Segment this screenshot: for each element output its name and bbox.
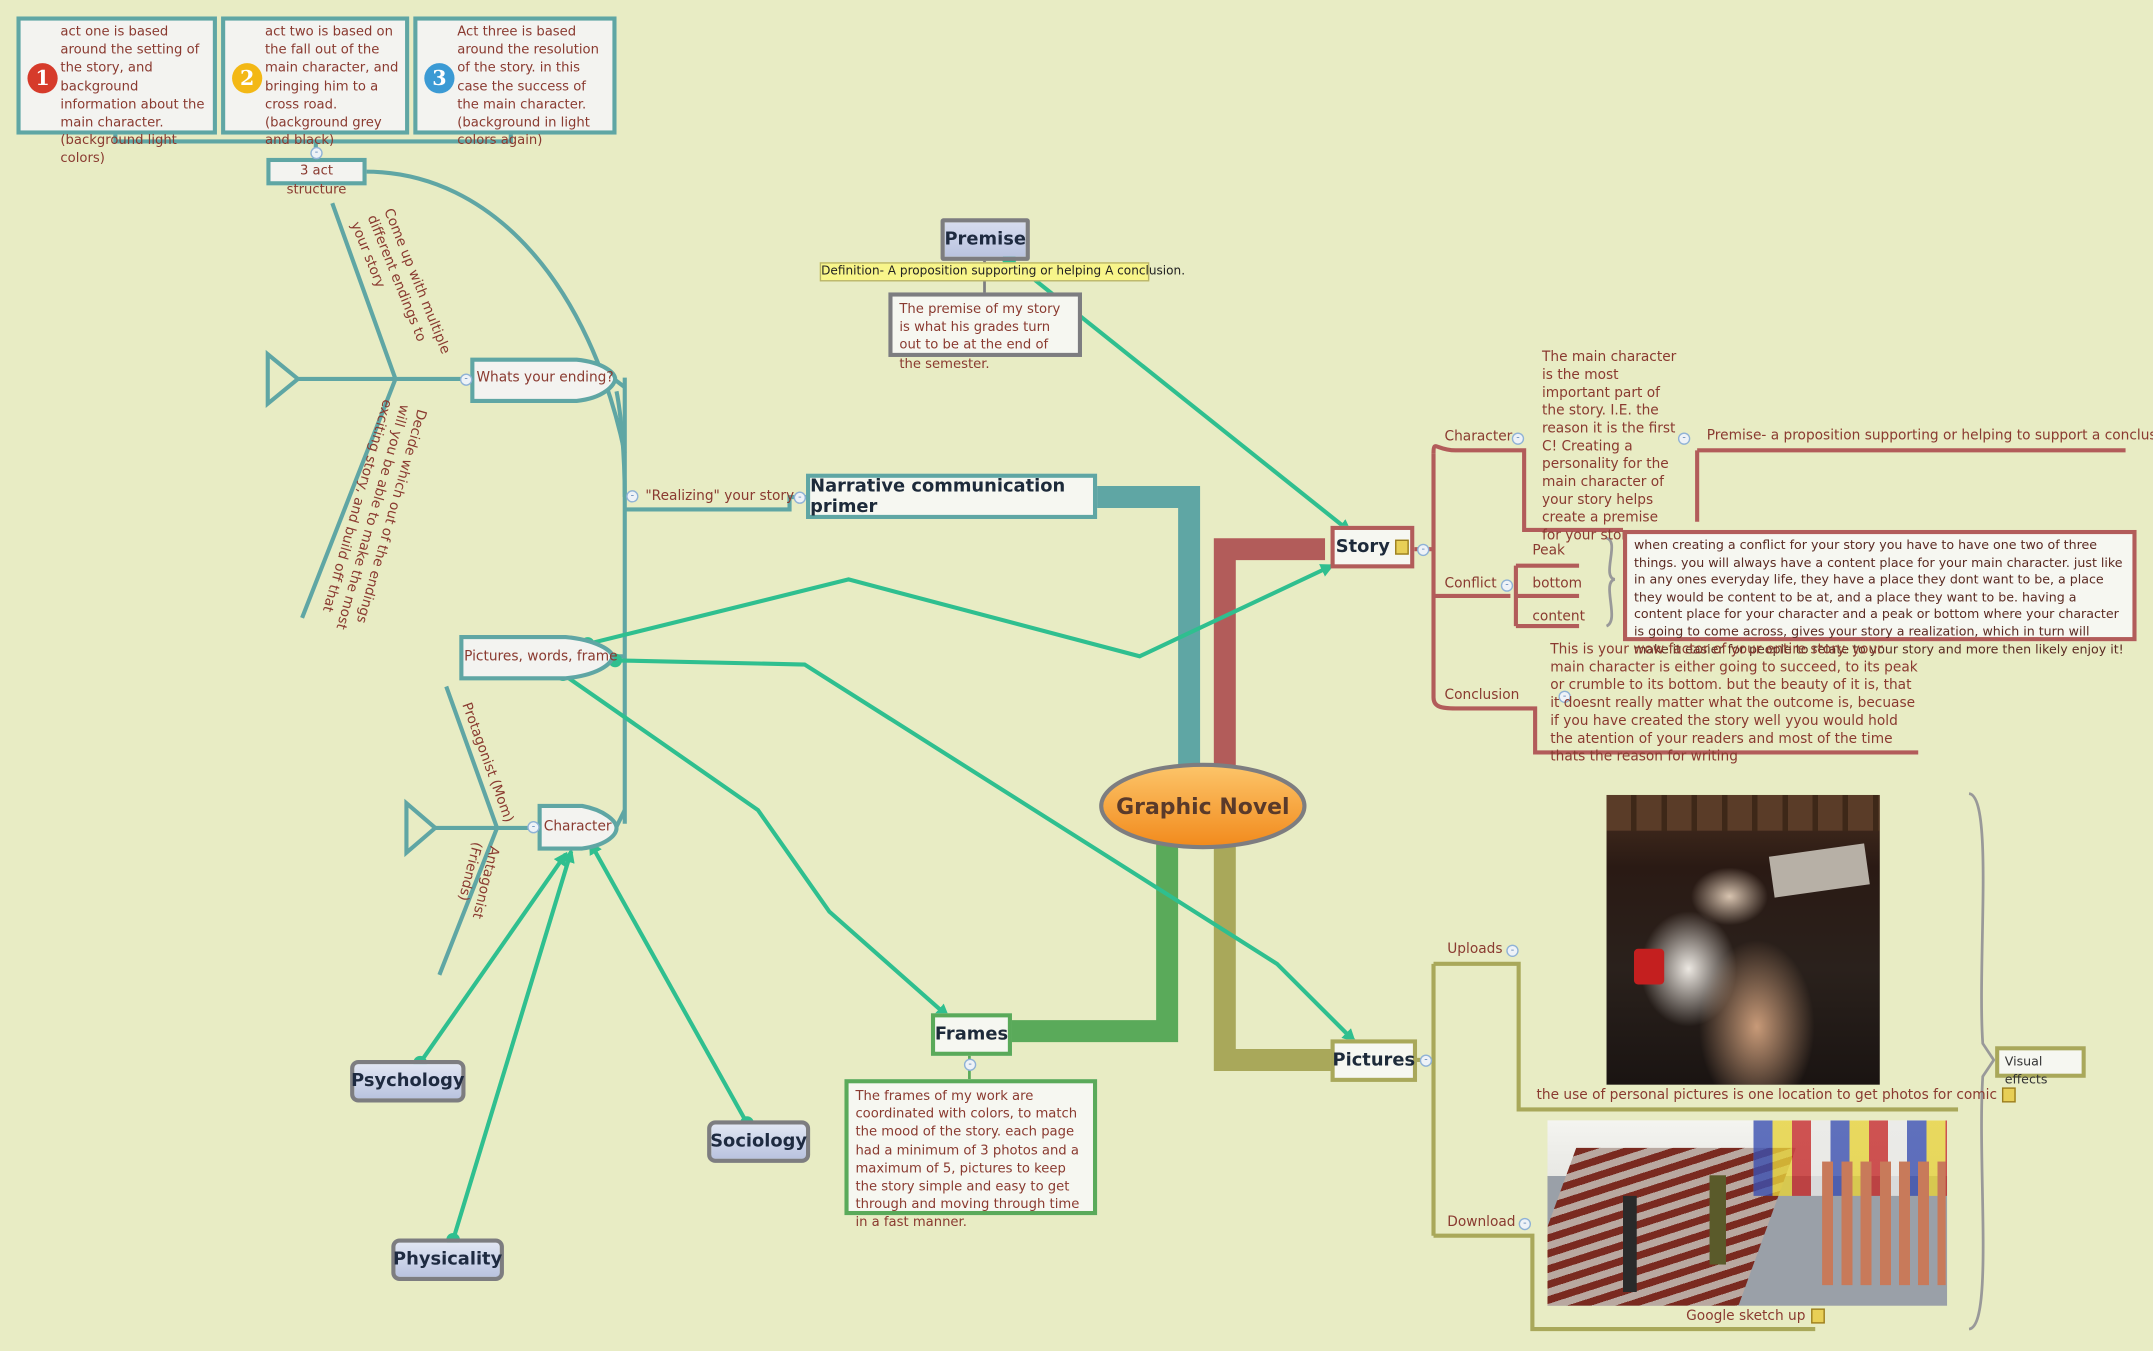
arrow-psychology-character <box>418 851 568 1064</box>
collapse-download-icon[interactable]: - <box>1518 1217 1532 1231</box>
premise-note-text: The premise of my story is what his grad… <box>899 302 1061 372</box>
three-act-structure-label: 3 act structure <box>286 163 347 198</box>
branch-pictures <box>1213 840 1331 1071</box>
narrative-primer-title: Narrative communication primer <box>810 475 1066 517</box>
whats-your-ending-node[interactable]: Whats your ending? <box>476 371 613 386</box>
collapse-pictures-icon[interactable]: - <box>1419 1054 1433 1067</box>
act-bracket <box>113 131 513 144</box>
physicality-label: Physicality <box>393 1249 503 1271</box>
pictures-words-frame-node[interactable]: Pictures, words, frame <box>464 649 617 664</box>
frames-node[interactable]: Frames <box>930 1013 1012 1056</box>
download-label[interactable]: Download <box>1447 1215 1516 1231</box>
premise-title: Premise <box>944 229 1026 250</box>
act-three-box[interactable]: 3 Act three is based around the resoluti… <box>413 16 617 149</box>
psychology-node[interactable]: Psychology <box>350 1059 466 1103</box>
act-one-text: act one is based around the setting of t… <box>60 24 205 167</box>
story-node[interactable]: Story <box>1330 525 1415 569</box>
physicality-node[interactable]: Physicality <box>391 1238 504 1282</box>
pictures-shape <box>459 635 615 681</box>
realizing-your-story-node[interactable]: "Realizing" your story <box>645 489 794 504</box>
arrow-pictures-frames <box>561 672 950 1018</box>
story-character-label[interactable]: Character <box>1444 429 1513 445</box>
whats-your-ending-label: Whats your ending? <box>476 370 614 386</box>
sketchup-render-image[interactable] <box>1547 1120 1948 1306</box>
conflict-peak: Peak <box>1532 543 1565 559</box>
ending-shape <box>470 357 618 403</box>
conflict-bottom: bottom <box>1532 576 1583 592</box>
act-two-box[interactable]: 2 act two is based on the fall out of th… <box>221 16 410 149</box>
story-character-text: The main character is the most important… <box>1541 350 1677 544</box>
premise-note[interactable]: The premise of my story is what his grad… <box>888 292 1083 372</box>
collapse-conclusion-icon[interactable]: - <box>1558 690 1571 703</box>
central-topic[interactable]: Graphic Novel <box>1101 785 1304 826</box>
narrative-primer-node[interactable]: Narrative communication primer <box>806 473 1098 519</box>
note-icon <box>1395 539 1410 555</box>
branch-frames <box>1011 840 1179 1043</box>
collapse-conflict-icon[interactable]: - <box>1500 579 1514 592</box>
realizing-connector <box>614 390 627 498</box>
collapse-realizing-icon[interactable]: - <box>626 490 639 503</box>
collapse-character-left-icon[interactable]: - <box>527 821 540 834</box>
psychology-label: Psychology <box>351 1070 465 1092</box>
realizing-your-story-label: "Realizing" your story <box>645 488 795 504</box>
conflict-note[interactable]: when creating a conflict for your story … <box>1623 529 2137 657</box>
sociology-label: Sociology <box>710 1131 808 1152</box>
collapse-narrative-icon[interactable]: - <box>793 491 807 504</box>
story-conflict-label[interactable]: Conflict <box>1444 576 1497 592</box>
download-caption: Google sketch up <box>1686 1308 1825 1324</box>
party-photo-image[interactable] <box>1606 794 1880 1085</box>
character-connector <box>614 809 627 828</box>
frames-title: Frames <box>934 1024 1009 1045</box>
uploads-caption: the use of personal pictures is one loca… <box>1536 1087 2017 1103</box>
visual-effects-label: Visual effects <box>2004 1054 2048 1088</box>
conflict-note-text: when creating a conflict for your story … <box>1633 538 2124 658</box>
character-left-node[interactable]: Character <box>544 820 612 835</box>
arrow-pictures-pictures <box>615 658 1356 1043</box>
note-icon <box>2002 1087 2017 1103</box>
note-icon <box>1810 1308 1825 1324</box>
premise-node[interactable]: Premise <box>940 218 1030 261</box>
character-shape <box>537 803 619 851</box>
collapse-ending-icon[interactable]: - <box>459 373 473 386</box>
premise-definition-tooltip: Definition- A proposition supporting or … <box>819 262 1185 282</box>
collapse-premise-icon[interactable]: - <box>1677 432 1691 445</box>
conflict-content: content <box>1532 609 1585 625</box>
sociology-node[interactable]: Sociology <box>707 1120 811 1163</box>
pictures-words-frame-label: Pictures, words, frame <box>464 649 618 665</box>
story-premise-text: Premise- a proposition supporting or hel… <box>1706 428 2153 444</box>
story-title: Story <box>1335 536 1390 558</box>
pictures-node[interactable]: Pictures <box>1330 1039 1418 1082</box>
central-shape <box>1099 762 1307 850</box>
central-topic-label: Graphic Novel <box>1116 792 1290 819</box>
act-three-text: Act three is based around the resolution… <box>457 24 599 149</box>
visual-effects-node[interactable]: Visual effects <box>1995 1046 2086 1088</box>
uploads-label[interactable]: Uploads <box>1447 941 1503 957</box>
collapse-frames-icon[interactable]: - <box>963 1058 977 1071</box>
story-conclusion-label[interactable]: Conclusion <box>1444 687 1520 703</box>
number-one-icon: 1 <box>27 63 58 94</box>
frames-note-text: The frames of my work are coordinated wi… <box>855 1088 1080 1231</box>
number-two-icon: 2 <box>232 63 263 94</box>
collapse-story-icon[interactable]: - <box>1417 543 1430 557</box>
number-three-icon: 3 <box>424 63 455 94</box>
branch-narrative <box>1095 486 1201 776</box>
branch-story <box>1213 538 1326 772</box>
pictures-title: Pictures <box>1332 1050 1416 1071</box>
collapse-story-character-icon[interactable]: - <box>1511 432 1525 445</box>
arrow-sociology-character <box>588 840 749 1125</box>
collapse-three-act-icon[interactable]: - <box>310 146 323 160</box>
collapse-uploads-icon[interactable]: - <box>1506 944 1519 957</box>
act-one-box[interactable]: 1 act one is based around the setting of… <box>16 16 217 167</box>
three-act-structure-node[interactable]: 3 act structure <box>266 157 367 198</box>
act-two-text: act two is based on the fall out of the … <box>265 24 399 149</box>
character-left-label: Character <box>543 819 612 835</box>
story-conclusion-text: This is your wow factor of your entire s… <box>1550 642 1918 765</box>
arrow-pictures-story <box>587 563 1335 659</box>
arrow-physicality-character <box>451 848 575 1241</box>
frames-note[interactable]: The frames of my work are coordinated wi… <box>844 1079 1098 1231</box>
